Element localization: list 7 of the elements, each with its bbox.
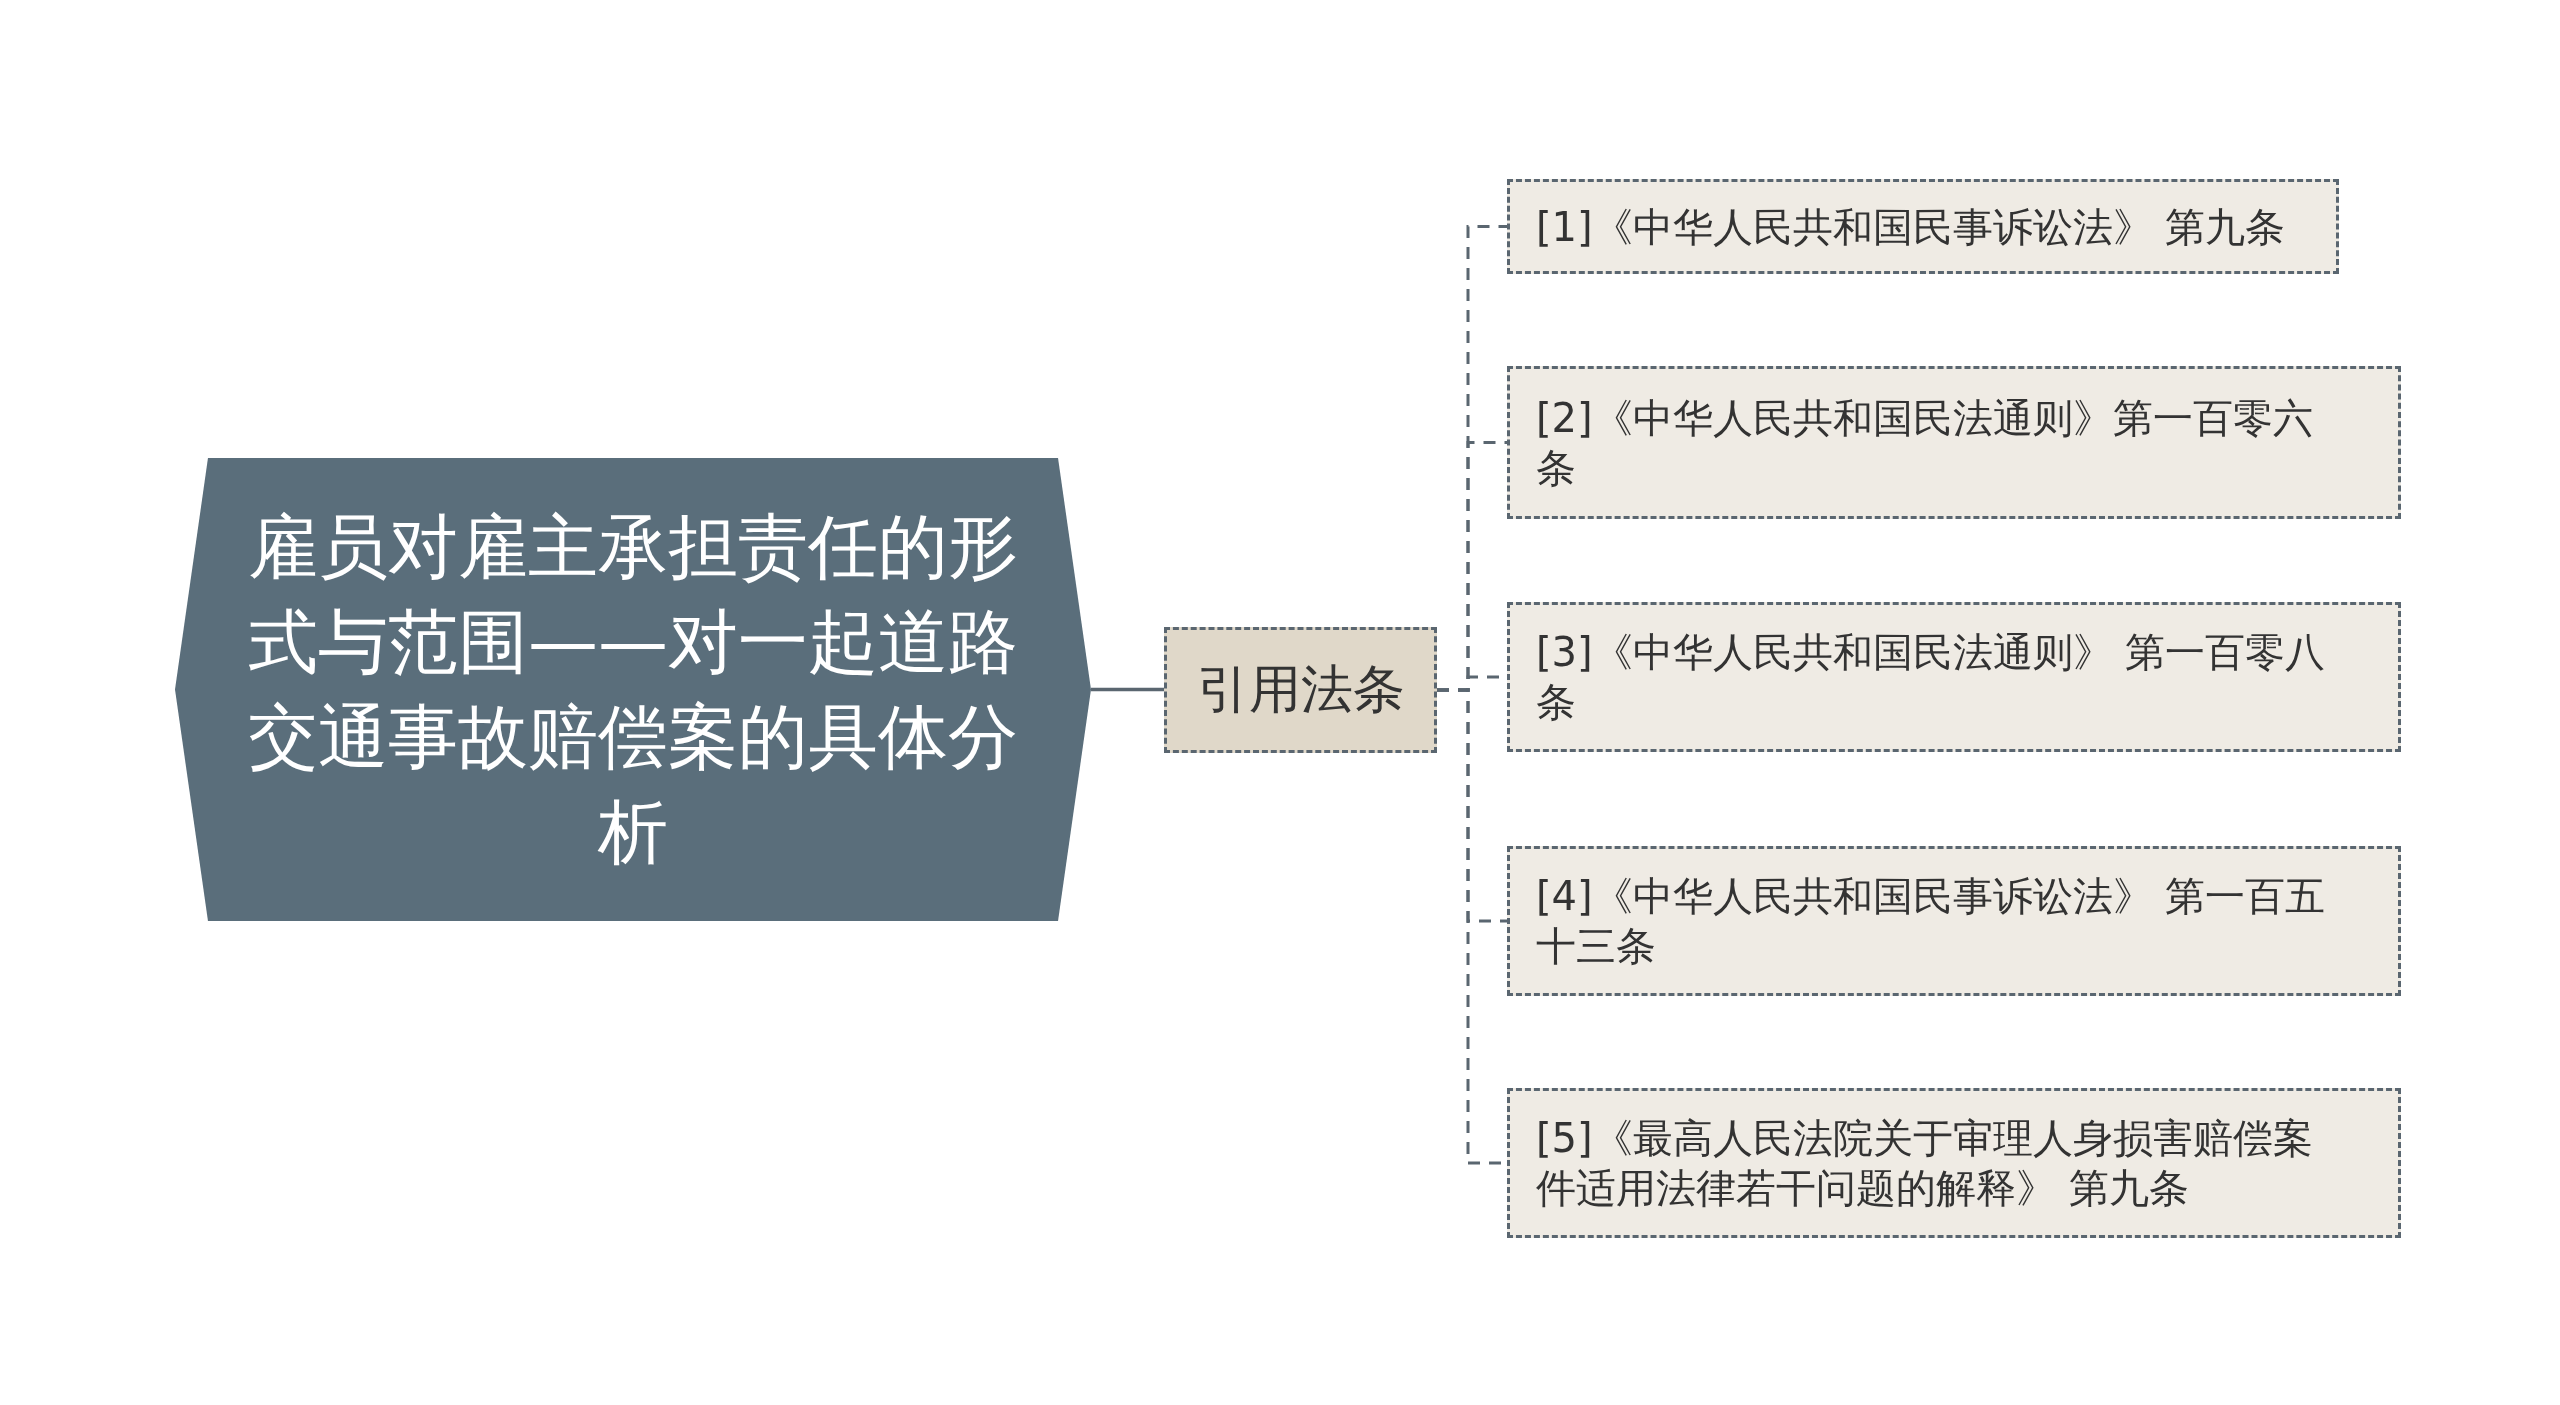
citation-box: [3]《中华人民共和国民法通则》 第一百零八条 <box>1507 602 2401 752</box>
citation-box: [4]《中华人民共和国民事诉讼法》 第一百五十三条 <box>1507 846 2401 996</box>
category-box: 引用法条 <box>1164 627 1437 753</box>
citation-box: [2]《中华人民共和国民法通则》第一百零六条 <box>1507 366 2401 519</box>
connector-line <box>1091 687 1164 692</box>
citation-box: [1]《中华人民共和国民事诉讼法》 第九条 <box>1507 179 2339 274</box>
citation-box: [5]《最高人民法院关于审理人身损害赔偿案件适用法律若干问题的解释》 第九条 <box>1507 1088 2401 1238</box>
